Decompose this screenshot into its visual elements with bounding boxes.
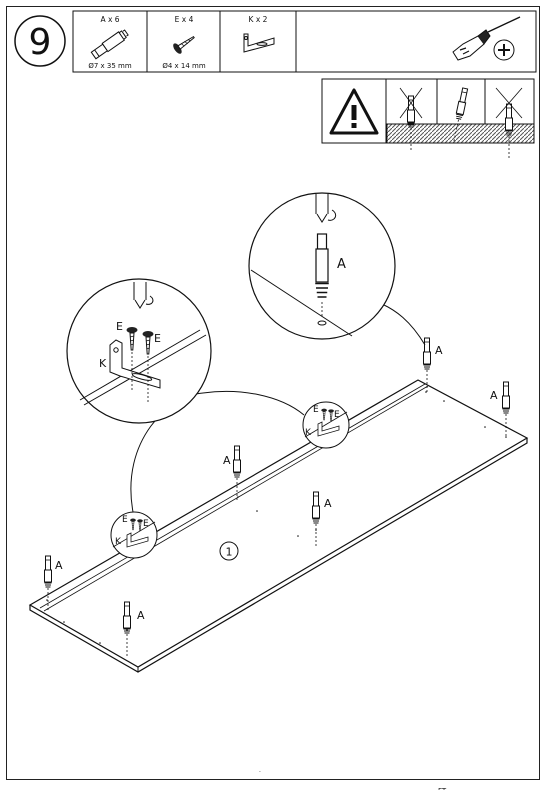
panel-number: 1 [226, 546, 233, 559]
part-e-size: Ø4 x 14 mm [162, 62, 206, 70]
part-e-quantity: E x 4 [175, 15, 194, 24]
panel-board [28, 379, 529, 673]
label-k-r: K [305, 428, 312, 438]
label-e-r1: E [313, 405, 319, 415]
step-number: 9 [29, 22, 52, 63]
label-e-zoom-1: E [116, 320, 123, 333]
parts-table: A x 6 Ø7 x 35 mm E x 4 Ø4 x 14 mm K x 2 [72, 10, 537, 73]
label-e-l1: E [122, 515, 128, 525]
bracket-circle-left: E E K [110, 511, 158, 559]
panel-number-badge: 1 [219, 541, 239, 561]
label-a-4: A [324, 497, 332, 510]
step-number-badge: 9 [14, 15, 66, 67]
warning-panel [321, 78, 535, 159]
instruction-frame [6, 6, 540, 780]
warning-triangle-icon [329, 88, 379, 135]
screw-icon [173, 35, 195, 54]
zoom-bubble-bracket: E E K [66, 278, 212, 424]
corner-mark: FT [438, 787, 447, 790]
label-a-1: A [55, 559, 63, 572]
cam-dowel-icon [90, 29, 129, 60]
label-k-zoom: K [99, 357, 107, 370]
label-k-l: K [115, 537, 122, 547]
part-k-quantity: K x 2 [249, 15, 268, 24]
bracket-circle-right: E E K [302, 401, 350, 449]
label-e-l2: E [143, 519, 149, 529]
label-a-6: A [490, 389, 498, 402]
part-a-quantity: A x 6 [100, 15, 119, 24]
correct-depth-icon [399, 87, 423, 151]
part-a-size: Ø7 x 35 mm [88, 62, 132, 70]
footer-dot: · [259, 769, 261, 776]
label-e-zoom-2: E [154, 332, 161, 345]
panel-holes [46, 391, 507, 644]
zoom-bubble-dowel: A [248, 192, 396, 340]
label-a-3: A [223, 454, 231, 467]
label-a-5: A [435, 344, 443, 357]
label-a-2: A [137, 609, 145, 622]
phillips-screwdriver-icon [452, 16, 521, 61]
label-e-r2: E [334, 410, 340, 420]
l-bracket-icon [243, 33, 275, 53]
label-a-zoom: A [337, 257, 346, 272]
too-shallow-icon [495, 87, 523, 159]
